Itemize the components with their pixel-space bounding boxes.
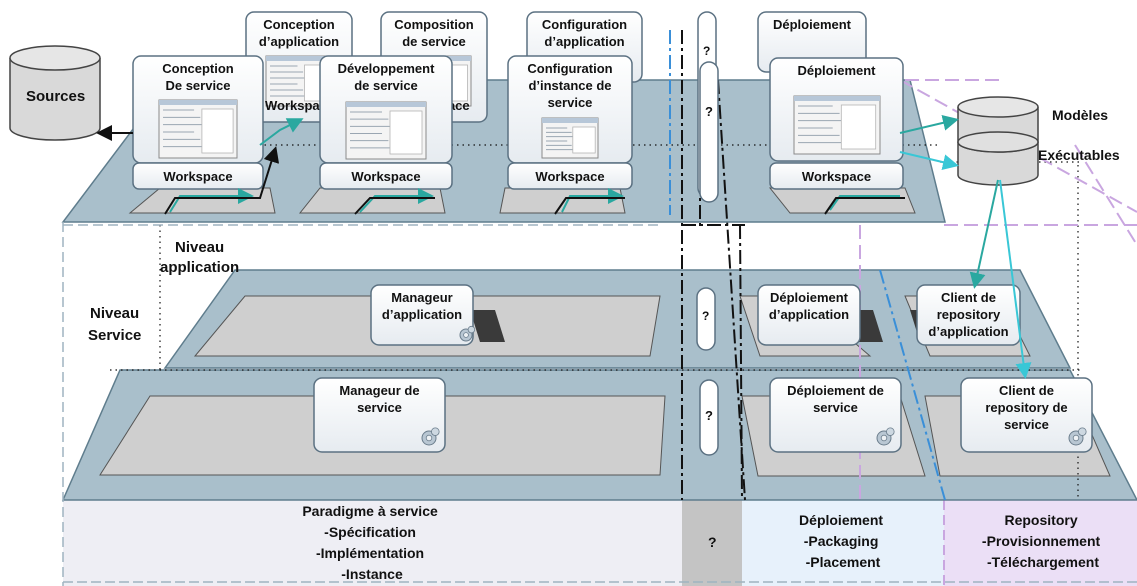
workspace-configuration-instance-label: Workspace [535, 169, 604, 184]
deploiement-back-card-title: Déploiement [773, 17, 852, 32]
deploiement-front-card[interactable]: Déploiement [769, 57, 904, 162]
bottom-question-bg [682, 500, 742, 586]
bottom-repository-text: Repository -Provisionnement -Téléchargem… [982, 512, 1104, 570]
question-mark-3: ? [705, 408, 713, 423]
question-mark-2: ? [702, 309, 709, 323]
workspace-developpement-service[interactable]: Workspace [319, 162, 453, 190]
gear-icon [421, 427, 440, 446]
question-capsules [696, 11, 719, 456]
deploiement-front-card-title: Déploiement [797, 63, 876, 78]
developpement-service-card-screenshot [345, 101, 427, 160]
deploiement-back-card[interactable]: Déploiement [757, 11, 867, 73]
modeles-label: Modèles [1052, 107, 1108, 123]
workspace-deploiement-label: Workspace [802, 169, 871, 184]
executables-label: Exécutables [1038, 147, 1120, 163]
question-mark-top: ? [703, 44, 710, 58]
workspace-conception-service[interactable]: Workspace [132, 162, 264, 190]
workspace-developpement-service-label: Workspace [351, 169, 420, 184]
bottom-band [63, 500, 1137, 586]
niveau-application-label: Niveau application [160, 239, 239, 276]
sources-cylinder: Sources [9, 45, 101, 141]
bottom-repository-bg [944, 500, 1137, 586]
configuration-instance-card-screenshot [541, 117, 599, 159]
bottom-deploiement-bg [742, 500, 944, 586]
conception-service-card-screenshot [158, 99, 238, 159]
workspace-partial-1: Workspa [265, 98, 320, 113]
question-mark-1: ? [705, 104, 713, 119]
workspace-deploiement[interactable]: Workspace [769, 162, 904, 190]
bottom-question-text: ? [708, 534, 717, 550]
gear-icon [459, 325, 476, 342]
bottom-deploiement-text: Déploiement -Packaging -Placement [799, 512, 887, 570]
niveau-service-label: Niveau Service [88, 305, 143, 344]
bottom-paradigme-bg [63, 500, 682, 586]
workspace-conception-service-label: Workspace [163, 169, 232, 184]
workspace-configuration-instance[interactable]: Workspace [507, 162, 633, 190]
gear-icon [876, 427, 895, 446]
repository-cylinder [957, 96, 1039, 186]
gear-icon [1068, 427, 1087, 446]
bottom-paradigme-text: Paradigme à service -Spécification -Impl… [302, 503, 441, 582]
sources-label: Sources [26, 88, 85, 105]
deploiement-front-card-screenshot [793, 95, 881, 155]
